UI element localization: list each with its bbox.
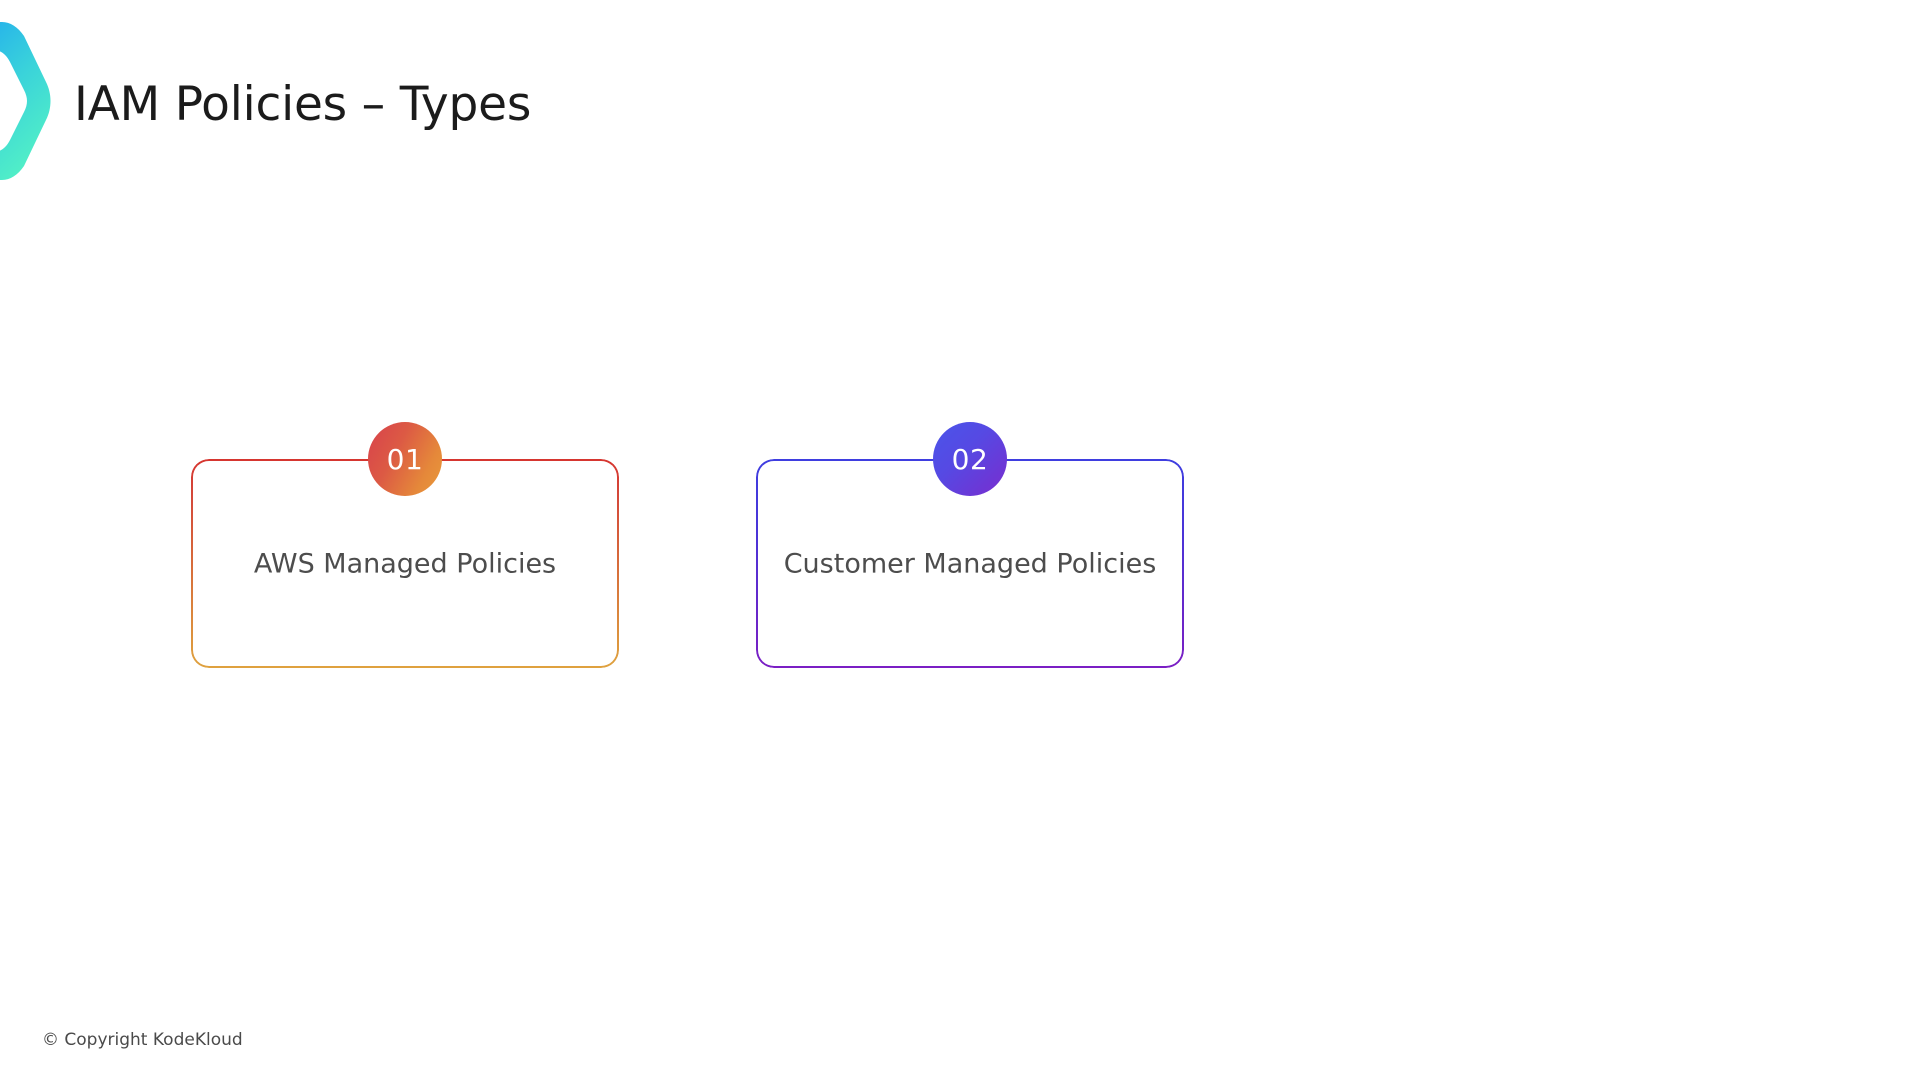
policy-card-customer-managed[interactable]: Customer Managed Policies [756, 459, 1184, 668]
page-title: IAM Policies – Types [74, 77, 532, 132]
badge-number-text: 01 [386, 442, 424, 476]
footer-copyright: © Copyright KodeKloud [42, 1030, 243, 1050]
policy-card-number-badge-01: 01 [368, 422, 442, 496]
policy-card-label: AWS Managed Policies [253, 547, 557, 579]
chevron-right-icon [0, 20, 56, 182]
policy-card-number-badge-02: 02 [933, 422, 1007, 496]
badge-number-text: 02 [951, 442, 989, 476]
policy-card-label: Customer Managed Policies [783, 547, 1157, 579]
